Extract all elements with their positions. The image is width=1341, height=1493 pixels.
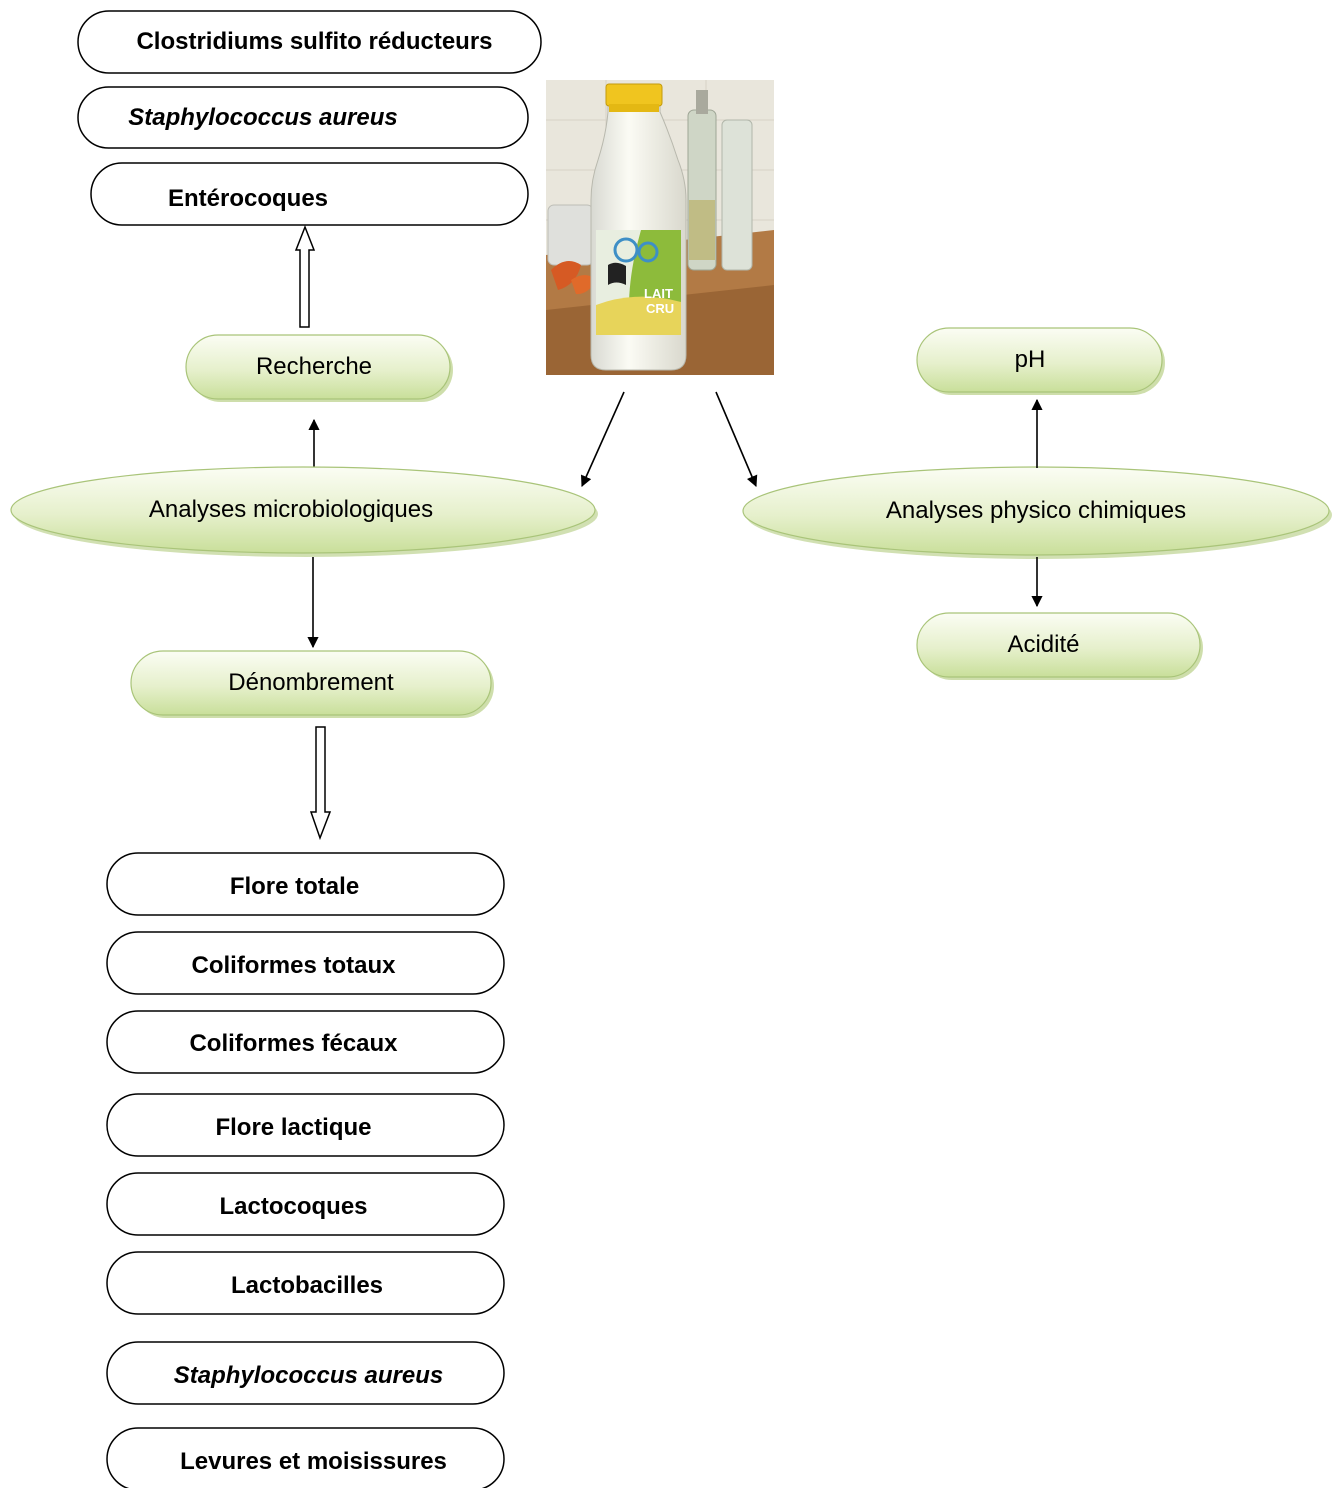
svg-text:LAIT: LAIT xyxy=(644,286,673,301)
recherche-item-label: Clostridiums sulfito réducteurs xyxy=(136,28,493,55)
denombrement-item-label: Coliformes totaux xyxy=(191,952,396,979)
recherche-item-clostridiums xyxy=(77,10,542,74)
acidite-node xyxy=(916,612,1203,680)
hollow-arrow-up xyxy=(294,224,316,328)
denombrement-item-label: Coliformes fécaux xyxy=(189,1030,398,1057)
denombrement-item-label: Lactobacilles xyxy=(230,1272,384,1299)
micro-analysis-label: Analyses microbiologiques xyxy=(148,496,434,523)
denombrement-items xyxy=(106,852,505,1488)
denombrement-item-label: Flore totale xyxy=(229,873,360,900)
recherche-item-label: Entérocoques xyxy=(167,185,329,212)
denombrement-item-label: Lactocoques xyxy=(219,1193,368,1220)
milk-bottle-photo: LAIT CRU xyxy=(546,80,774,375)
denombrement-label: Dénombrement xyxy=(228,669,394,696)
denombrement-item-label: Staphylococcus aureus xyxy=(173,1362,444,1389)
ph-node xyxy=(916,327,1165,395)
hollow-arrow-down xyxy=(309,726,332,841)
denombrement-item-label: Flore lactique xyxy=(215,1114,372,1141)
micro-analysis-node xyxy=(10,466,598,557)
recherche-item-enterocoques xyxy=(90,162,529,226)
ph-label: pH xyxy=(1014,346,1046,373)
svg-text:CRU: CRU xyxy=(646,301,674,316)
arrow-photo-to-micro xyxy=(580,391,625,488)
denombrement-item-label: Levures et moisissures xyxy=(180,1448,447,1475)
recherche-label: Recherche xyxy=(255,353,373,380)
arrow-photo-to-physico xyxy=(715,391,758,488)
acidite-label: Acidité xyxy=(1007,631,1080,658)
physico-analysis-label: Analyses physico chimiques xyxy=(885,497,1187,524)
recherche-item-staphylococcus xyxy=(77,86,529,149)
recherche-node xyxy=(185,334,453,402)
recherche-item-label: Staphylococcus aureus xyxy=(128,103,398,131)
denombrement-node xyxy=(130,650,494,718)
physico-analysis-node xyxy=(742,466,1332,559)
